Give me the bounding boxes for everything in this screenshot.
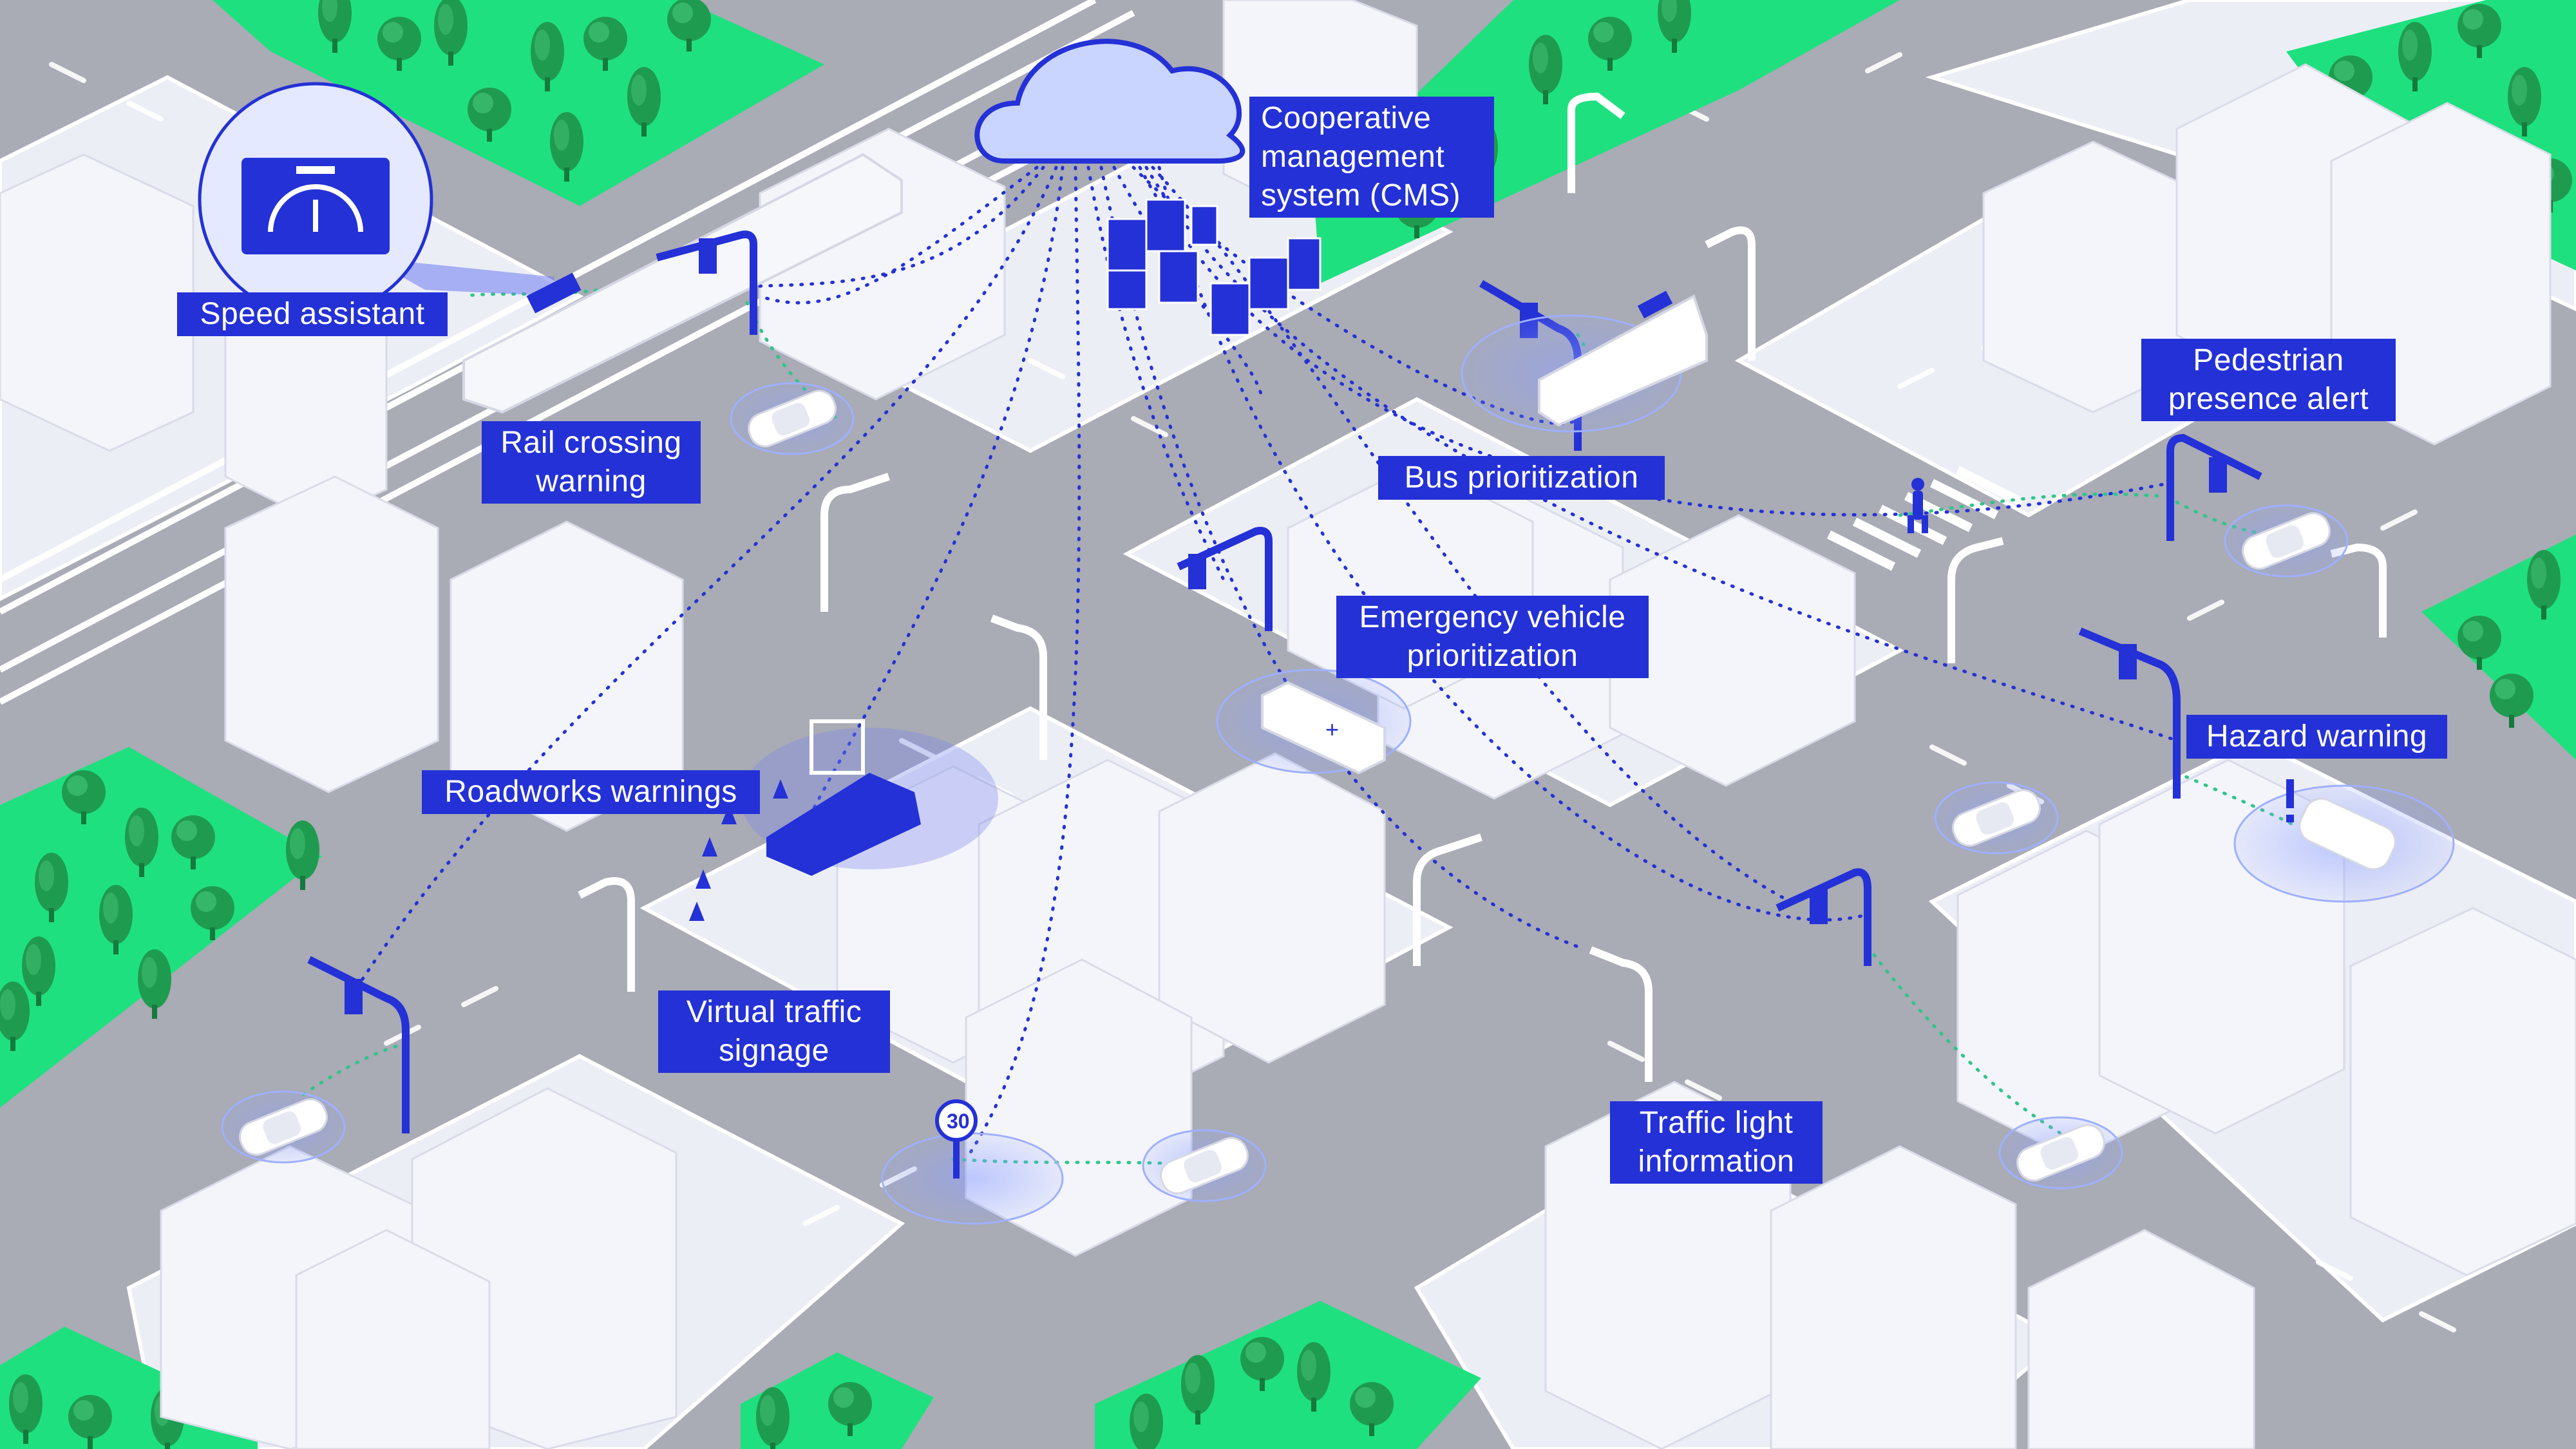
speed-assistant-callout <box>198 82 560 317</box>
speed-sign-text: 30 <box>947 1110 970 1133</box>
hazard-car <box>2233 784 2455 903</box>
roadworks-label: Roadworks warnings <box>422 770 760 814</box>
virtual-signage-label: Virtual traffic signage <box>658 990 890 1073</box>
street-lamps <box>578 92 2387 1082</box>
ambulance-icon: + <box>1216 668 1412 775</box>
emergency-vehicle-label: Emergency vehicle prioritization <box>1336 596 1649 678</box>
train-icon <box>462 153 903 414</box>
cloud-icon <box>974 39 1245 164</box>
pedestrian-alert-label: Pedestrian presence alert <box>2141 339 2396 421</box>
svg-text:+: + <box>1325 716 1339 743</box>
bus-prioritization-label: Bus prioritization <box>1378 456 1665 500</box>
bus-icon <box>1461 290 1708 433</box>
solar-panel-icon <box>1106 198 1321 336</box>
hazard-exclamation-icon <box>2286 779 2294 822</box>
speed-assistant-label: Speed assistant <box>177 292 448 336</box>
cms-label: Cooperative management system (CMS) <box>1249 97 1494 218</box>
roadworks-truck-icon <box>741 719 998 876</box>
traffic-cone-icon <box>689 779 788 921</box>
traffic-light-info-label: Traffic light information <box>1610 1101 1823 1184</box>
speedometer-icon <box>242 158 390 254</box>
pedestrian-icon <box>1908 478 1928 533</box>
hazard-warning-label: Hazard warning <box>2186 715 2447 759</box>
rail-crossing-label: Rail crossing warning <box>482 421 701 504</box>
speed-limit-sign-icon: 30 <box>881 1099 1064 1225</box>
traffic-light-icon <box>307 231 2262 1133</box>
